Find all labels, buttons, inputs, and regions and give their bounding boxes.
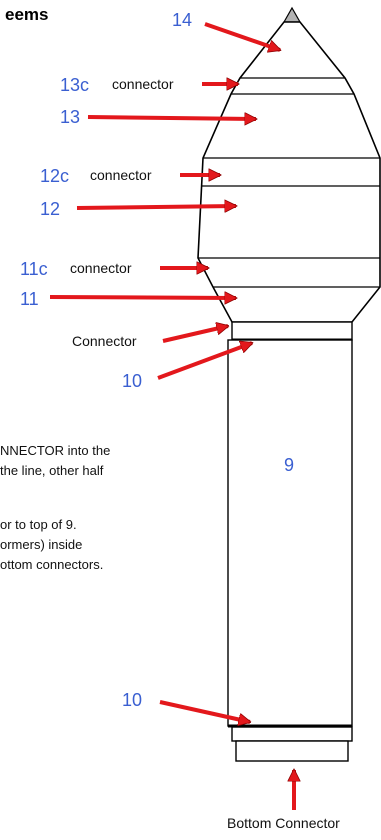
connector-word-13c: connector: [112, 76, 174, 92]
label-10-top: 10: [122, 371, 143, 391]
note-line-2: the line, other half: [0, 463, 104, 478]
arrow-10-top: [157, 343, 252, 380]
top-connector-ring: [231, 321, 353, 341]
label-12c: 12c: [40, 166, 70, 186]
tip-cap: [282, 6, 302, 23]
title-fragment: eems: [5, 5, 49, 24]
arrow-14: [204, 22, 280, 50]
arrow-11: [49, 297, 236, 298]
label-bottom-connector: Bottom Connector: [227, 815, 340, 831]
arrow-10-bottom: [159, 700, 250, 722]
label-13: 13: [60, 107, 81, 127]
note-line-3: or to top of 9.: [0, 517, 77, 532]
arrow-12: [76, 206, 236, 208]
label-9: 9: [284, 455, 295, 475]
connector-word-11c: connector: [70, 260, 132, 276]
label-10-bottom: 10: [122, 690, 143, 710]
body-tube-9: [227, 339, 353, 727]
label-11c: 11c: [20, 259, 48, 279]
bottom-connector-ring: [231, 726, 353, 742]
label-11: 11: [20, 289, 39, 309]
arrow-connector: [162, 326, 228, 343]
connector-word-12c: connector: [90, 167, 152, 183]
bottom-connector-base: [235, 740, 349, 762]
note-line-4: ormers) inside: [0, 537, 83, 552]
label-connector: Connector: [72, 333, 137, 349]
note-line-1: NNECTOR into the: [0, 443, 111, 458]
label-12: 12: [40, 199, 61, 219]
note-line-5: ottom connectors.: [0, 557, 104, 572]
label-14: 14: [172, 10, 193, 30]
arrow-13: [87, 117, 256, 119]
label-13c: 13c: [60, 75, 90, 95]
nose-cone-outline: [197, 21, 381, 323]
